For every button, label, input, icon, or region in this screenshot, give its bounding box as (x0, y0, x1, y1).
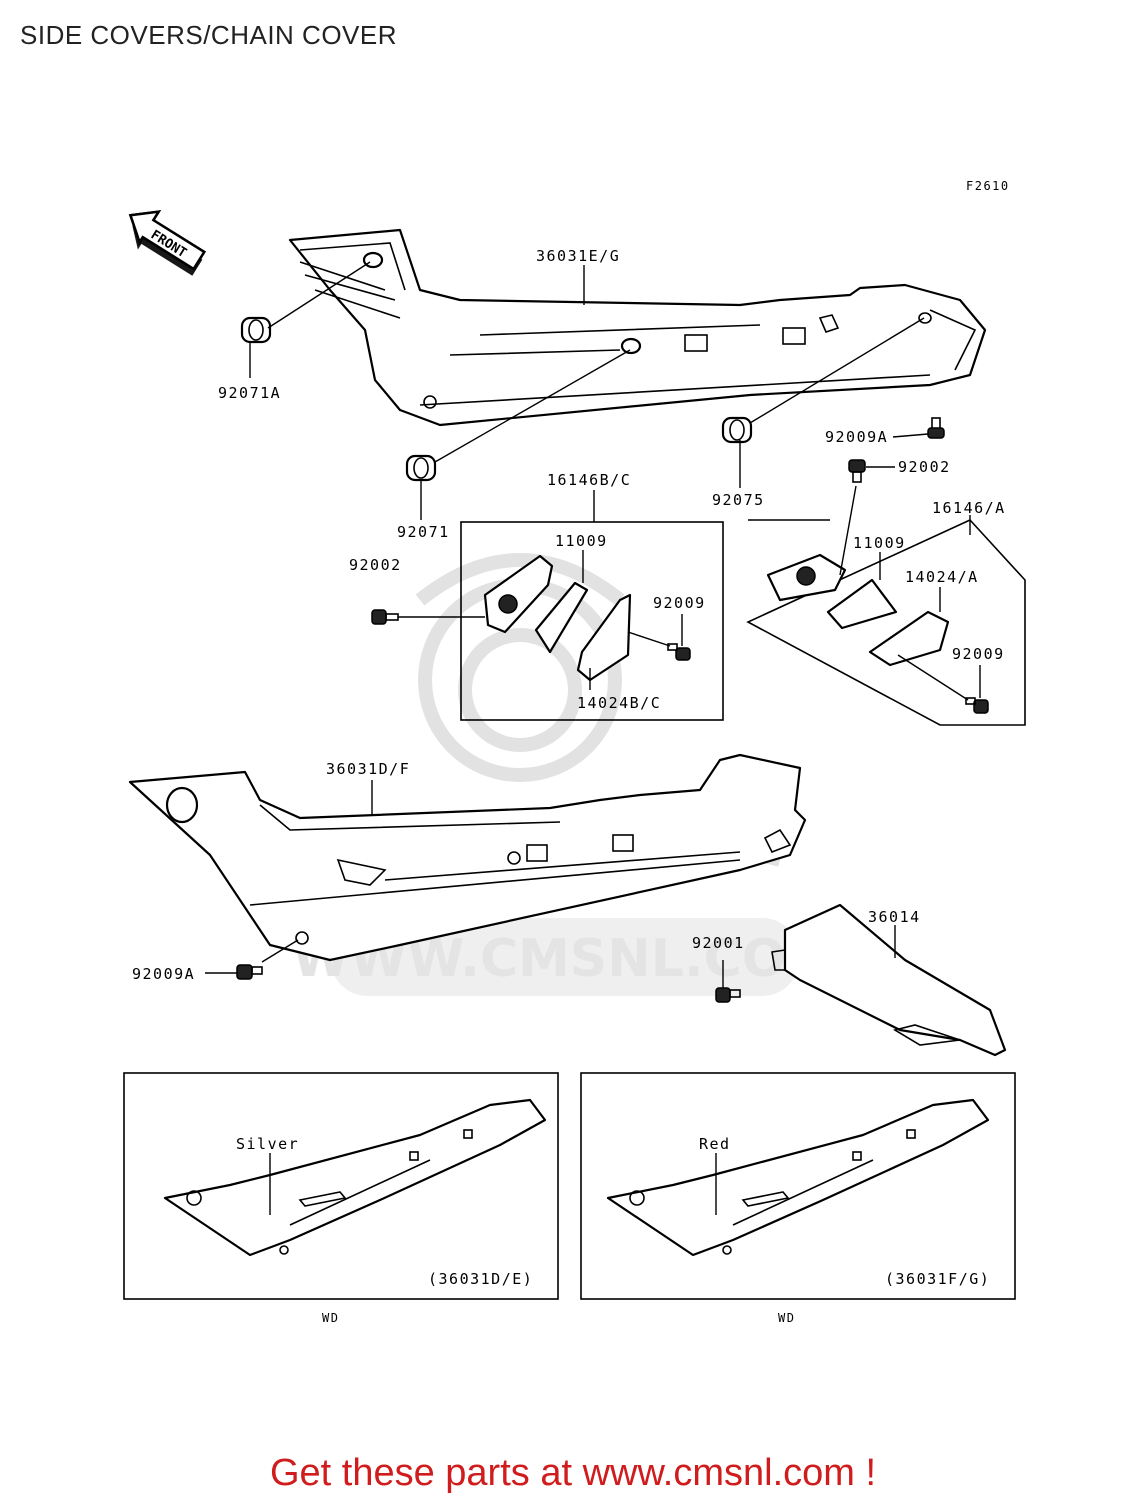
variant-box-silver: Silver (36031D/E) (123, 1072, 559, 1300)
label-14024BC: 14024B/C (577, 694, 661, 712)
screw-92009-right (965, 697, 989, 714)
grommet-92071A (240, 316, 272, 344)
label-11009-left: 11009 (555, 532, 608, 550)
side-cover-lower (128, 753, 807, 962)
label-92075: 92075 (712, 491, 765, 509)
bolt-92009A-top (927, 417, 945, 439)
label-36014: 36014 (868, 908, 921, 926)
label-92002-right: 92002 (898, 458, 951, 476)
grommet-92071 (405, 454, 437, 482)
watermark: WWW.CMSNL.COM (292, 553, 838, 996)
variant-red-code: (36031F/G) (885, 1270, 990, 1288)
footer-link[interactable]: Get these parts at www.cmsnl.com ! (269, 1452, 877, 1494)
page-title: SIDE COVERS/CHAIN COVER (20, 20, 398, 50)
variant-silver-code: (36031D/E) (428, 1270, 533, 1288)
screw-92002-right (848, 459, 866, 483)
grommet-92075 (721, 416, 753, 444)
bolt-92009A-bottom (236, 964, 263, 980)
label-92002-left: 92002 (349, 556, 402, 574)
label-36031DF: 36031D/F (326, 760, 410, 778)
label-14024A: 14024/A (905, 568, 979, 586)
label-92071: 92071 (397, 523, 450, 541)
variant-box-red: Red (36031F/G) (580, 1072, 1016, 1300)
side-cover-upper (288, 228, 987, 427)
label-16146BC: 16146B/C (547, 471, 631, 489)
label-92009A-bottom: 92009A (132, 965, 195, 983)
label-92001: 92001 (692, 934, 745, 952)
label-92009-right: 92009 (952, 645, 1005, 663)
variant-red-note: WD (778, 1311, 795, 1325)
screw-92009-left (667, 643, 691, 661)
label-11009-right: 11009 (853, 534, 906, 552)
assembly-16146A (746, 519, 1026, 726)
variant-silver-color: Silver (236, 1135, 299, 1153)
assembly-16146BC (371, 521, 724, 721)
label-92009-left: 92009 (653, 594, 706, 612)
variant-silver-note: WD (322, 1311, 339, 1325)
label-92009A-top: 92009A (825, 428, 888, 446)
label-16146A: 16146/A (932, 499, 1006, 517)
label-36031EG: 36031E/G (536, 247, 620, 265)
screw-92002-left (371, 609, 399, 625)
variant-red-color: Red (699, 1135, 731, 1153)
chain-cover (771, 903, 1007, 1057)
screw-92001 (715, 987, 741, 1003)
front-arrow: FRONT (128, 210, 206, 276)
label-92071A: 92071A (218, 384, 281, 402)
figure-code: F2610 (966, 179, 1010, 193)
